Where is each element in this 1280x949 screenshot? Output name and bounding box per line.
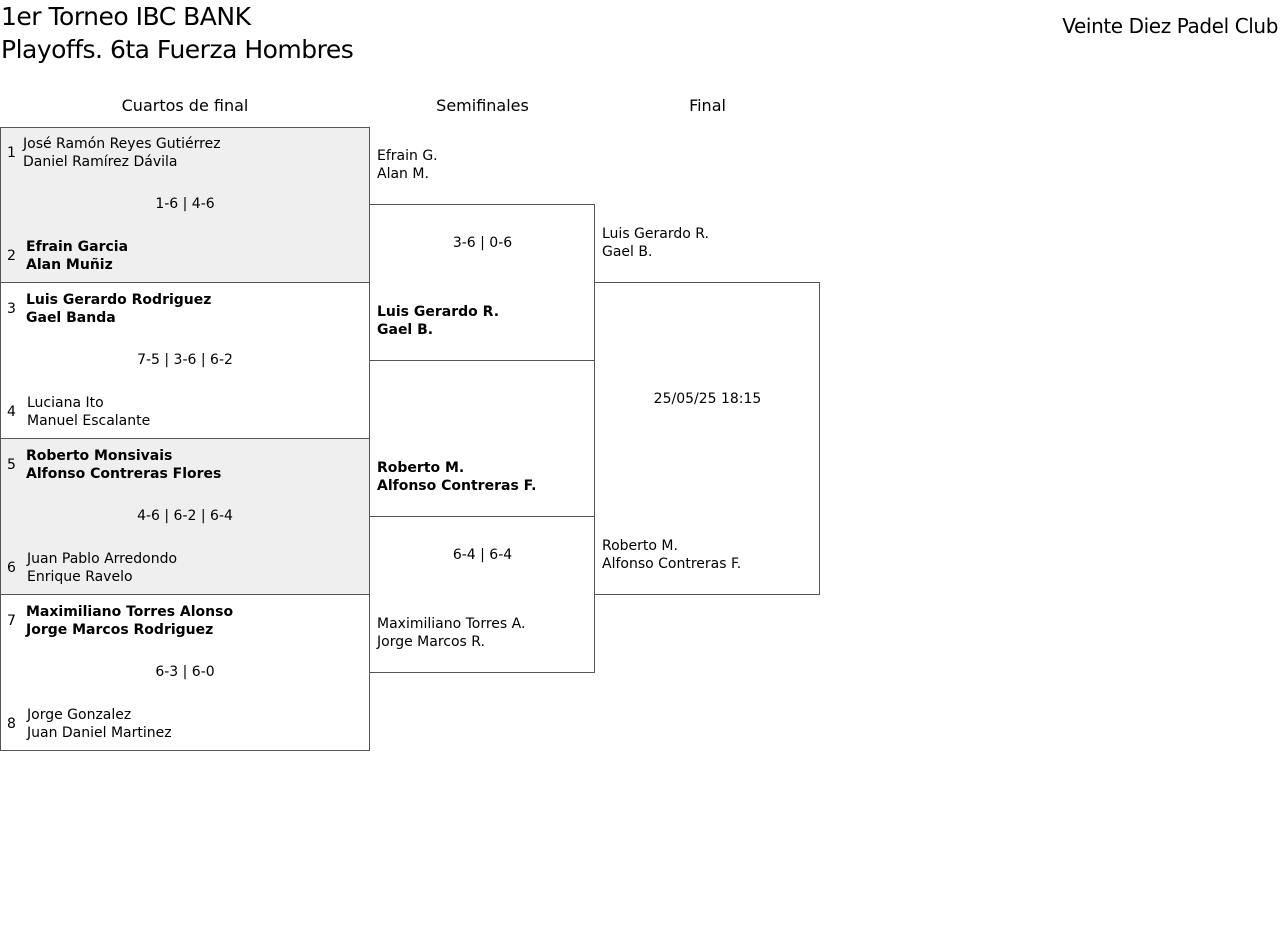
player-name: José Ramón Reyes Gutiérrez [23, 136, 221, 152]
quarterfinal-match-3 [0, 438, 370, 595]
match-score: 6-4 | 6-4 [452, 547, 513, 563]
player-name: Manuel Escalante [27, 413, 151, 429]
player-name: Efrain Garcia [26, 239, 129, 255]
final-datetime: 25/05/25 18:15 [653, 391, 762, 407]
team-names: Maximiliano Torres A. Jorge Marcos R. [377, 615, 525, 651]
match-score: 1-6 | 4-6 [155, 196, 215, 212]
seed-number: 7 [7, 613, 16, 629]
player-name: Roberto Monsivais [26, 448, 173, 464]
player-name: Jorge Marcos Rodriguez [26, 622, 214, 638]
player-name: Juan Pablo Arredondo [27, 551, 178, 567]
team-names-winner: Roberto Monsivais Alfonso Contreras Flor… [26, 447, 221, 483]
player-name: Daniel Ramírez Dávila [23, 154, 178, 170]
match-score: 3-6 | 0-6 [452, 235, 513, 251]
player-name: Alfonso Contreras F. [602, 556, 742, 572]
player-name: Efrain G. [377, 148, 438, 164]
team-names-winner: Luis Gerardo R. Gael B. [377, 303, 499, 339]
seed-number: 3 [7, 301, 16, 317]
player-name: Gael B. [377, 322, 434, 338]
player-name: Jorge Gonzalez [27, 707, 132, 723]
seed-number: 2 [7, 248, 16, 264]
player-name: Jorge Marcos R. [377, 634, 485, 650]
player-name: Maximiliano Torres A. [377, 616, 526, 632]
seed-number: 8 [7, 716, 16, 732]
match-score: 6-3 | 6-0 [155, 664, 215, 680]
team-names: Jorge Gonzalez Juan Daniel Martinez [27, 706, 172, 742]
club-name: Veinte Diez Padel Club [1062, 14, 1278, 38]
seed-number: 1 [7, 145, 16, 161]
seed-number: 5 [7, 457, 16, 473]
final-match [594, 282, 820, 595]
team-names-winner: Roberto M. Alfonso Contreras F. [377, 459, 536, 495]
round-header-semifinals: Semifinales [436, 96, 529, 115]
player-name: Alfonso Contreras F. [377, 478, 537, 494]
team-names: José Ramón Reyes Gutiérrez Daniel Ramíre… [23, 135, 221, 171]
player-name: Gael B. [602, 244, 653, 260]
player-name: Luis Gerardo Rodriguez [26, 292, 212, 308]
team-names: Roberto M. Alfonso Contreras F. [602, 537, 741, 573]
team-names: Efrain G. Alan M. [377, 147, 438, 183]
player-name: Alan Muñiz [26, 257, 113, 273]
player-name: Luis Gerardo R. [602, 226, 709, 242]
player-name: Roberto M. [377, 460, 465, 476]
player-name: Enrique Ravelo [27, 569, 133, 585]
player-name: Juan Daniel Martinez [27, 725, 172, 741]
seed-number: 6 [7, 560, 16, 576]
player-name: Roberto M. [602, 538, 678, 554]
team-names-winner: Efrain Garcia Alan Muñiz [26, 238, 128, 274]
team-names-winner: Luis Gerardo Rodriguez Gael Banda [26, 291, 211, 327]
round-header-quarterfinals: Cuartos de final [121, 96, 249, 115]
player-name: Luciana Ito [27, 395, 104, 411]
team-names-winner: Maximiliano Torres Alonso Jorge Marcos R… [26, 603, 233, 639]
player-name: Alan M. [377, 166, 429, 182]
player-name: Alfonso Contreras Flores [26, 466, 222, 482]
player-name: Maximiliano Torres Alonso [26, 604, 234, 620]
tournament-subtitle: Playoffs. 6ta Fuerza Hombres [1, 35, 354, 64]
player-name: Gael Banda [26, 310, 116, 326]
team-names: Juan Pablo Arredondo Enrique Ravelo [27, 550, 177, 586]
team-names: Luciana Ito Manuel Escalante [27, 394, 150, 430]
team-names: Luis Gerardo R. Gael B. [602, 225, 709, 261]
match-score: 4-6 | 6-2 | 6-4 [137, 508, 233, 524]
quarterfinal-match-1 [0, 127, 370, 283]
player-name: Luis Gerardo R. [377, 304, 500, 320]
match-score: 7-5 | 3-6 | 6-2 [137, 352, 233, 368]
seed-number: 4 [7, 404, 16, 420]
round-header-final: Final [689, 96, 726, 115]
tournament-title: 1er Torneo IBC BANK [1, 2, 251, 31]
